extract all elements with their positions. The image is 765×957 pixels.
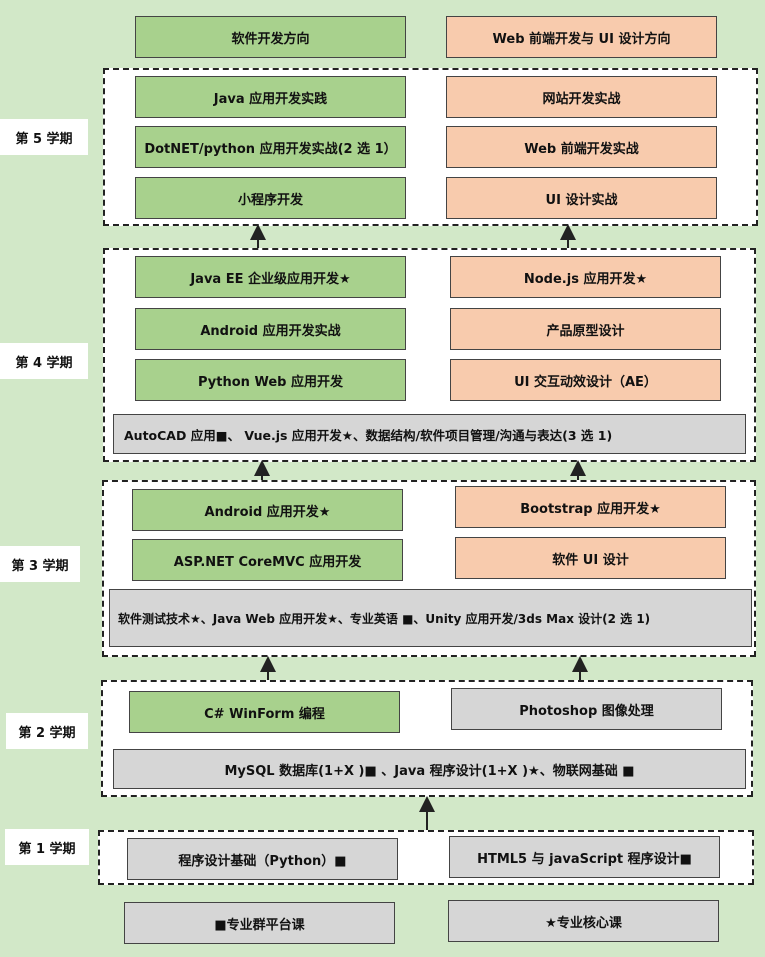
semester-1-label: 第 1 学期 [5, 829, 89, 865]
s5-left-course-2: DotNET/python 应用开发实战(2 选 1） [135, 126, 406, 168]
legend-core-course: ★专业核心课 [448, 900, 719, 942]
s5-right-course-3: UI 设计实战 [446, 177, 717, 219]
s4-right-course-1: Node.js 应用开发★ [450, 256, 721, 298]
semester-3-label: 第 3 学期 [0, 546, 80, 582]
s4-right-course-2: 产品原型设计 [450, 308, 721, 350]
direction-web-ui: Web 前端开发与 UI 设计方向 [446, 16, 717, 58]
s2-right-course: Photoshop 图像处理 [451, 688, 722, 730]
s4-right-course-3: UI 交互动效设计（AE） [450, 359, 721, 401]
s4-shared-courses: AutoCAD 应用■、 Vue.js 应用开发★、数据结构/软件项目管理/沟通… [113, 414, 746, 454]
s2-shared-courses: MySQL 数据库(1+X )■ 、Java 程序设计(1+X )★、物联网基础… [113, 749, 746, 789]
s3-left-course-2: ASP.NET CoreMVC 应用开发 [132, 539, 403, 581]
semester-2-label: 第 2 学期 [6, 713, 88, 749]
semester-5-label: 第 5 学期 [0, 119, 88, 155]
legend-platform-course: ■专业群平台课 [124, 902, 395, 944]
s4-left-course-3: Python Web 应用开发 [135, 359, 406, 401]
s4-left-course-2: Android 应用开发实战 [135, 308, 406, 350]
s5-right-course-2: Web 前端开发实战 [446, 126, 717, 168]
s3-right-course-2: 软件 UI 设计 [455, 537, 726, 579]
s1-left-course: 程序设计基础（Python）■ [127, 838, 398, 880]
direction-software: 软件开发方向 [135, 16, 406, 58]
s4-left-course-1: Java EE 企业级应用开发★ [135, 256, 406, 298]
s5-left-course-3: 小程序开发 [135, 177, 406, 219]
semester-4-label: 第 4 学期 [0, 343, 88, 379]
s3-right-course-1: Bootstrap 应用开发★ [455, 486, 726, 528]
s3-left-course-1: Android 应用开发★ [132, 489, 403, 531]
s3-shared-courses: 软件测试技术★、Java Web 应用开发★、专业英语 ■、Unity 应用开发… [109, 589, 752, 647]
s5-left-course-1: Java 应用开发实践 [135, 76, 406, 118]
s1-right-course: HTML5 与 javaScript 程序设计■ [449, 836, 720, 878]
s5-right-course-1: 网站开发实战 [446, 76, 717, 118]
s2-left-course: C# WinForm 编程 [129, 691, 400, 733]
